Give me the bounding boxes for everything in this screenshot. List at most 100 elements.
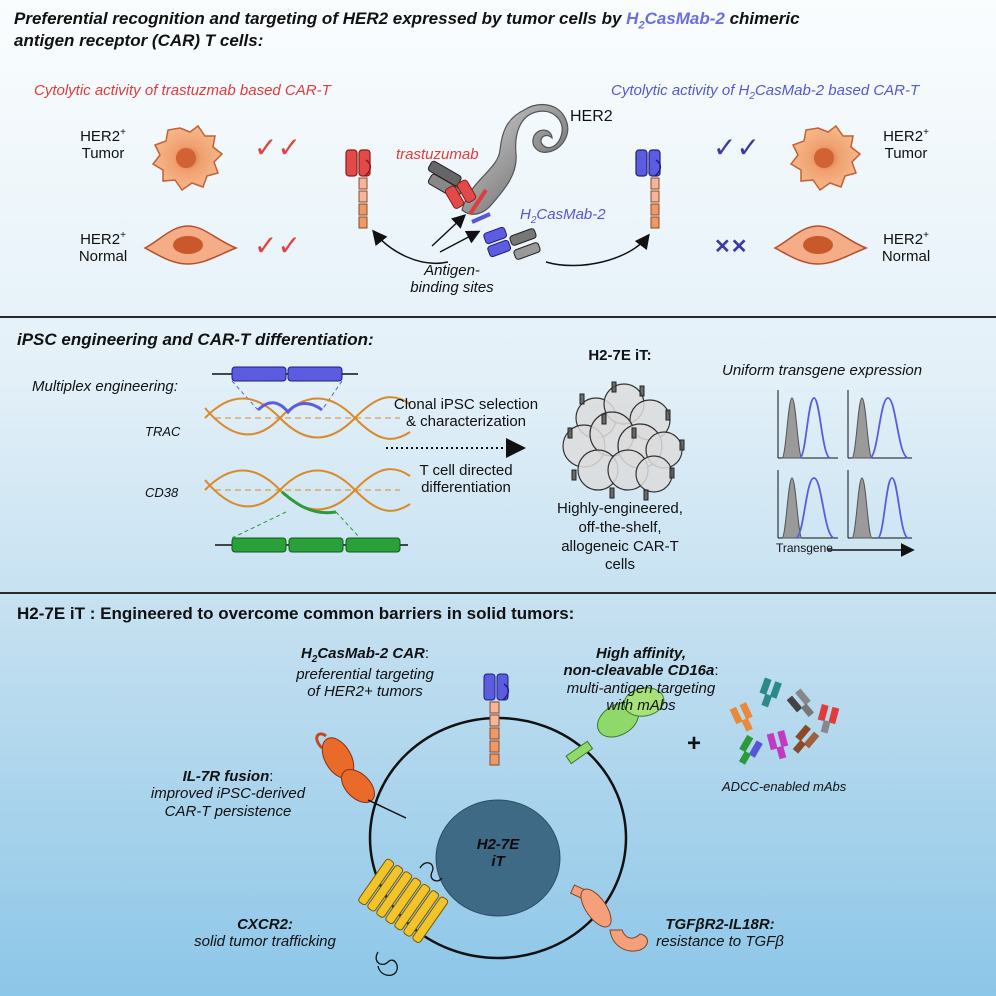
car-title-pre: H bbox=[300, 645, 312, 662]
step1-line1: Clonal iPSC selection bbox=[393, 396, 539, 413]
antigen-binding-label: Antigen-binding sites bbox=[392, 262, 512, 297]
trac-label: TRAC bbox=[145, 424, 181, 439]
section1-title-part1: Preferential recognition and targeting o… bbox=[14, 9, 627, 28]
right-tumor-checkmarks: ✓✓ bbox=[713, 132, 760, 163]
left-column-header: Cytolytic activity of trastuzmab based C… bbox=[34, 82, 331, 99]
il7r-fusion-receptor bbox=[315, 732, 407, 819]
tumor-text: Tumor bbox=[81, 145, 125, 163]
il7-colon: : bbox=[269, 768, 274, 785]
right-car-receptor bbox=[635, 149, 662, 229]
h2casmab-car-receptor bbox=[483, 673, 510, 766]
car-t-cell bbox=[368, 716, 628, 960]
right-normal-crosses: ✕✕ bbox=[714, 236, 748, 258]
car-annotation: H2CasMab-2 CAR: preferential targeting o… bbox=[285, 645, 445, 700]
multiplex-label: Multiplex engineering: bbox=[32, 378, 178, 395]
cd16-desc-line1: multi-antigen targeting bbox=[566, 679, 716, 697]
title-highlight-h: H bbox=[626, 9, 639, 28]
plus-sign: + bbox=[687, 730, 702, 757]
green-transgene-construct bbox=[215, 511, 408, 553]
product-desc-line2: off-the-shelf, bbox=[578, 518, 662, 536]
adcc-mab-cluster bbox=[729, 677, 840, 765]
right-tumor-label: HER2+Tumor bbox=[868, 127, 944, 163]
step1-line2: & characterization bbox=[405, 413, 527, 431]
car-desc-line1: preferential targeting bbox=[296, 665, 434, 683]
her2-plus-text: HER2 bbox=[883, 231, 924, 248]
left-normal-label: HER2+ Normal bbox=[68, 230, 138, 266]
section1-title-line2: antigen receptor (CAR) T cells: bbox=[14, 31, 264, 50]
cd16a-annotation: High affinity, non-cleavable CD16a: mult… bbox=[546, 645, 736, 714]
cd16-desc-line2: with mAbs bbox=[606, 696, 676, 714]
section2-title: iPSC engineering and CAR-T differentiati… bbox=[17, 330, 374, 349]
left-tumor-cell bbox=[151, 124, 224, 192]
section1-title-part2: chimeric bbox=[724, 9, 800, 28]
h2casmab-sub: 2 bbox=[530, 215, 537, 226]
trac-locus bbox=[204, 396, 411, 440]
section1-title: Preferential recognition and targeting o… bbox=[14, 9, 800, 32]
cd38-locus bbox=[204, 468, 411, 515]
h2casmab-antibody bbox=[471, 212, 541, 260]
product-desc-line1: Highly-engineered, bbox=[557, 500, 683, 517]
cxcr2-receptor bbox=[358, 858, 449, 977]
title-highlight-sub: 2 bbox=[638, 19, 645, 32]
car-title-colon: : bbox=[424, 645, 430, 662]
her2-plus-text: HER2 bbox=[80, 231, 121, 248]
cd16-title-line2: non-cleavable CD16a bbox=[563, 662, 715, 680]
left-car-receptor bbox=[345, 149, 372, 229]
transgene-histograms bbox=[777, 390, 915, 557]
right-curved-arrow bbox=[545, 233, 650, 267]
tgfb-annotation: TGFβR2-IL18R: resistance to TGFβ bbox=[640, 916, 800, 951]
right-column-header: Cytolytic activity of H2CasMab-2 based C… bbox=[611, 82, 919, 103]
her2-label: HER2 bbox=[570, 108, 613, 125]
right-header-pre: Cytolytic activity of H bbox=[611, 82, 750, 99]
tgfbr2-il18r-receptor bbox=[569, 884, 648, 952]
car-title: H2CasMab-2 CAR bbox=[300, 645, 425, 665]
normal-text: Normal bbox=[78, 248, 128, 266]
tumor-text: Tumor bbox=[884, 145, 928, 163]
h2casmab-label: H2CasMab-2 bbox=[520, 206, 606, 227]
plus-sup: + bbox=[120, 127, 126, 138]
left-normal-checkmarks: ✓✓ bbox=[254, 230, 301, 261]
left-curved-arrow bbox=[372, 229, 449, 264]
right-normal-label: HER2+Normal bbox=[868, 230, 944, 266]
nucleus-line2: iT bbox=[491, 853, 505, 871]
car-desc-line2: of HER2+ tumors bbox=[307, 682, 423, 700]
right-header-post: CasMab-2 based CAR-T bbox=[754, 82, 920, 99]
section3-title: H2-7E iT : Engineered to overcome common… bbox=[17, 604, 575, 623]
il7-desc-line2: CAR-T persistence bbox=[164, 802, 292, 820]
tgfb-desc: resistance to TGFβ bbox=[656, 933, 784, 951]
step2-line1: T cell directed bbox=[419, 462, 513, 479]
plus-sup: + bbox=[120, 230, 126, 241]
blue-transgene-construct bbox=[212, 366, 358, 411]
antigen-line2: binding sites bbox=[410, 279, 494, 297]
binding-site-arrow-2 bbox=[439, 230, 481, 253]
plus-sup: + bbox=[923, 127, 929, 138]
left-tumor-label: HER2+Tumor bbox=[68, 127, 138, 163]
nucleus-line1: H2-7E bbox=[476, 836, 520, 853]
il7-desc-line1: improved iPSC-derived bbox=[150, 785, 306, 803]
product-description: Highly-engineered, off-the-shelf, alloge… bbox=[540, 500, 700, 575]
h2casmab-post: CasMab-2 bbox=[536, 206, 606, 223]
histogram-1 bbox=[777, 390, 838, 459]
histogram-4 bbox=[847, 470, 912, 539]
cxcr2-annotation: CXCR2: solid tumor trafficking bbox=[170, 916, 360, 951]
h2casmab-pre: H bbox=[520, 206, 531, 223]
section1-title-highlight: H2CasMab-2 bbox=[626, 9, 725, 32]
clonal-selection-label: Clonal iPSC selection& characterization bbox=[376, 396, 556, 431]
il7r-annotation: IL-7R fusion: improved iPSC-derived CAR-… bbox=[148, 768, 308, 820]
left-normal-cell bbox=[143, 225, 239, 265]
cd16-title-line1: High affinity, bbox=[596, 645, 686, 662]
transgene-axis-label: Transgene bbox=[776, 541, 833, 555]
step2-line2: differentiation bbox=[421, 479, 511, 497]
trastuzumab-label: trastuzumab bbox=[396, 146, 479, 163]
antigen-line1: Antigen- bbox=[424, 262, 480, 279]
cd16a-receptor bbox=[565, 687, 665, 765]
title-highlight-rest: CasMab-2 bbox=[644, 9, 725, 28]
cxcr2-title: CXCR2: bbox=[237, 916, 293, 933]
right-tumor-cell bbox=[789, 124, 862, 192]
histogram-3 bbox=[777, 470, 838, 539]
product-desc-line4: cells bbox=[604, 556, 635, 574]
uniform-expression-label: Uniform transgene expression bbox=[722, 362, 923, 379]
right-normal-cell bbox=[773, 225, 869, 265]
